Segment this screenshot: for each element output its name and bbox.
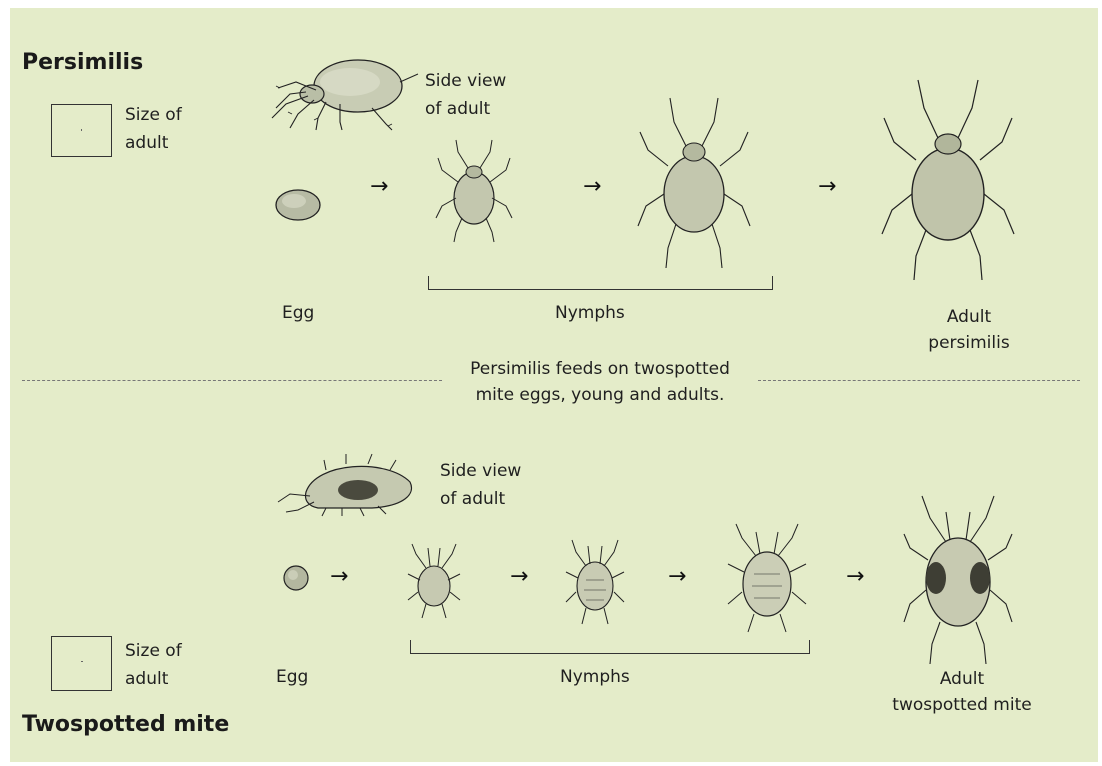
persimilis-size-dot xyxy=(81,129,82,131)
twospotted-nymphs-label: Nymphs xyxy=(560,664,630,690)
twospotted-adult-label-1: Adult xyxy=(874,666,1050,692)
persimilis-nymph-large-illustration xyxy=(636,94,752,270)
persimilis-size-label-2: adult xyxy=(125,130,168,156)
twospotted-nymph-3-illustration xyxy=(724,520,810,638)
twospotted-side-view-label-1: Side view xyxy=(440,458,521,484)
twospotted-adult-label-2: twospotted mite xyxy=(874,692,1050,718)
persimilis-side-view-label-1: Side view xyxy=(425,68,506,94)
persimilis-adult-label-1: Adult xyxy=(906,304,1032,330)
twospotted-side-view-illustration xyxy=(276,452,426,518)
twospotted-nymph-1-illustration xyxy=(404,540,464,624)
twospotted-arrow-2: → xyxy=(510,566,528,588)
separator-caption-1: Persimilis feeds on twospotted xyxy=(442,356,758,382)
twospotted-size-dot xyxy=(81,661,83,662)
persimilis-nymph-small-illustration xyxy=(434,136,514,246)
twospotted-size-box xyxy=(51,636,112,691)
twospotted-egg-label: Egg xyxy=(276,664,308,690)
persimilis-size-label-1: Size of xyxy=(125,102,182,128)
persimilis-adult-illustration xyxy=(880,76,1016,284)
twospotted-size-label-1: Size of xyxy=(125,638,182,664)
persimilis-size-box xyxy=(51,104,112,157)
persimilis-side-view-label-2: of adult xyxy=(425,96,490,122)
twospotted-title: Twospotted mite xyxy=(22,712,229,737)
twospotted-egg-illustration xyxy=(282,564,312,594)
persimilis-adult-label-2: persimilis xyxy=(906,330,1032,356)
twospotted-arrow-1: → xyxy=(330,566,348,588)
twospotted-arrow-4: → xyxy=(846,566,864,588)
persimilis-egg-label: Egg xyxy=(282,300,314,326)
persimilis-title: Persimilis xyxy=(22,50,143,75)
separator-caption-2: mite eggs, young and adults. xyxy=(442,382,758,408)
twospotted-arrow-3: → xyxy=(668,566,686,588)
persimilis-arrow-2: → xyxy=(583,176,601,198)
twospotted-adult-illustration xyxy=(902,490,1014,668)
persimilis-arrow-3: → xyxy=(818,176,836,198)
persimilis-egg-illustration xyxy=(274,188,324,224)
persimilis-side-view-illustration xyxy=(268,52,428,132)
twospotted-side-view-label-2: of adult xyxy=(440,486,505,512)
persimilis-nymphs-label: Nymphs xyxy=(555,300,625,326)
separator-line-left xyxy=(22,380,442,381)
twospotted-nymphs-bracket xyxy=(410,640,810,654)
persimilis-nymphs-bracket xyxy=(428,276,773,290)
persimilis-arrow-1: → xyxy=(370,176,388,198)
twospotted-size-label-2: adult xyxy=(125,666,168,692)
separator-line-right xyxy=(758,380,1080,381)
twospotted-nymph-2-illustration xyxy=(562,536,628,628)
